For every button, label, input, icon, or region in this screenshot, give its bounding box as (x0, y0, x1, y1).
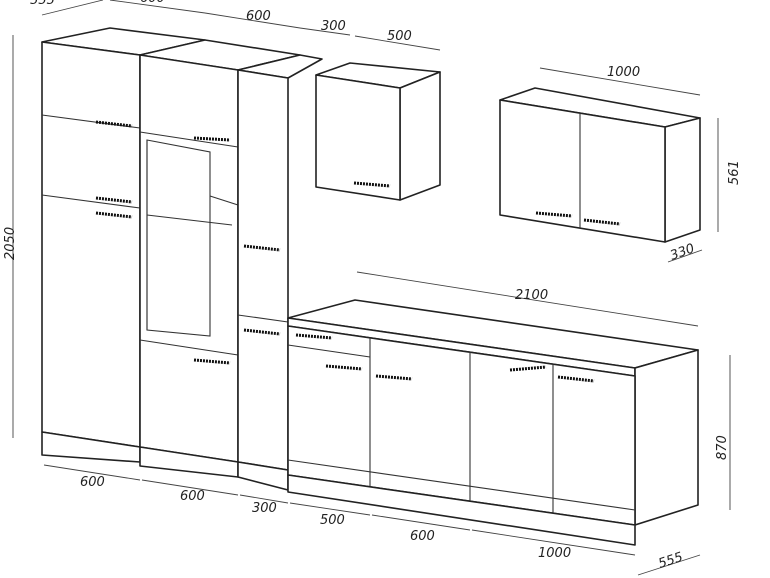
base-cabinets-2100 (287, 299, 699, 546)
base-height-label: 870 (715, 435, 730, 460)
top-dim-5: 500 (387, 29, 412, 44)
wall-height-label: 561 (727, 160, 742, 185)
wall-depth-label: 330 (668, 241, 696, 264)
bottom-dim-5: 600 (410, 529, 435, 544)
bottom-dim-7: 555 (657, 550, 685, 572)
total-height-label: 2050 (3, 227, 18, 260)
tall-cabinet-600 (41, 27, 206, 463)
bottom-dim-3: 300 (252, 501, 277, 516)
wall-width-label: 1000 (607, 65, 640, 80)
narrow-tall-cabinet-300 (237, 54, 323, 491)
oven-housing-cabinet-600 (139, 39, 301, 478)
top-dim-3: 600 (246, 9, 271, 24)
bottom-dim-6: 1000 (538, 546, 571, 561)
wall-cabinet-500 (315, 62, 441, 201)
top-dim-2: 600 (140, 0, 165, 6)
bottom-dim-4: 500 (320, 513, 345, 528)
dimension-lines (12, 0, 731, 576)
bottom-dim-1: 600 (80, 475, 105, 490)
base-length-label: 2100 (515, 288, 548, 303)
top-dim-4: 300 (321, 19, 346, 34)
wall-cabinet-1000 (499, 87, 701, 243)
top-dim-1: 555 (30, 0, 55, 8)
bottom-dim-2: 600 (180, 489, 205, 504)
